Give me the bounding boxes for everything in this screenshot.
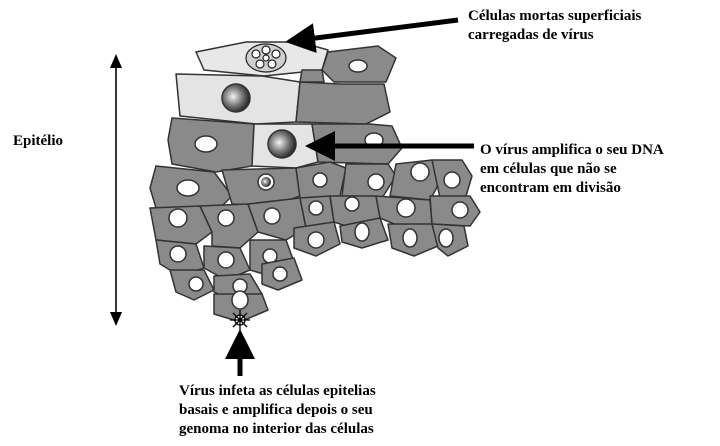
label-line: em células que não se (480, 160, 720, 179)
basal-nucleus (232, 291, 248, 309)
nucleus (169, 209, 187, 227)
virus-cluster (246, 44, 286, 72)
dark-cell (300, 70, 324, 82)
nucleus (444, 172, 460, 188)
nucleus (313, 173, 327, 187)
label-line: genoma no interior das células (179, 420, 479, 439)
virus-particle-icon (230, 310, 250, 330)
nucleus (170, 246, 186, 262)
nucleus (355, 223, 369, 241)
nucleus (452, 202, 468, 218)
arrow-dead-cells (300, 20, 458, 40)
nucleus (403, 229, 417, 247)
nucleus (439, 229, 453, 247)
nucleus (308, 232, 324, 248)
cell-layer (150, 42, 480, 322)
dark-cell (296, 82, 390, 124)
nucleus (189, 277, 203, 291)
label-line: Células mortas superficiais (468, 7, 718, 26)
label-dead-cells: Células mortas superficiais carregadas d… (468, 7, 718, 45)
nucleus (218, 252, 234, 268)
infected-nucleus (268, 130, 296, 158)
nucleus (195, 136, 217, 152)
nucleus (397, 199, 415, 217)
label-line: O vírus amplifica o seu DNA (480, 141, 720, 160)
label-amplify: O vírus amplifica o seu DNA em células q… (480, 141, 720, 198)
label-infection: Vírus infeta as células epitelias basais… (179, 382, 479, 439)
nucleus (349, 60, 367, 72)
nucleus (368, 174, 384, 190)
infected-nucleus (222, 84, 250, 112)
label-line: Vírus infeta as células epitelias (179, 382, 479, 401)
label-epithelium: Epitélio (13, 132, 63, 151)
nucleus (273, 267, 287, 281)
nucleus (177, 180, 199, 196)
label-line: basais e amplifica depois o seu (179, 401, 479, 420)
label-line: carregadas de vírus (468, 26, 718, 45)
nucleus (264, 208, 280, 224)
nucleus (411, 163, 429, 181)
epithelium-extent-arrow (110, 54, 122, 326)
nucleus (309, 201, 323, 215)
infected-nucleus (261, 177, 271, 187)
nucleus (345, 197, 359, 211)
nucleus (218, 210, 234, 226)
label-line: encontram em divisão (480, 179, 720, 198)
